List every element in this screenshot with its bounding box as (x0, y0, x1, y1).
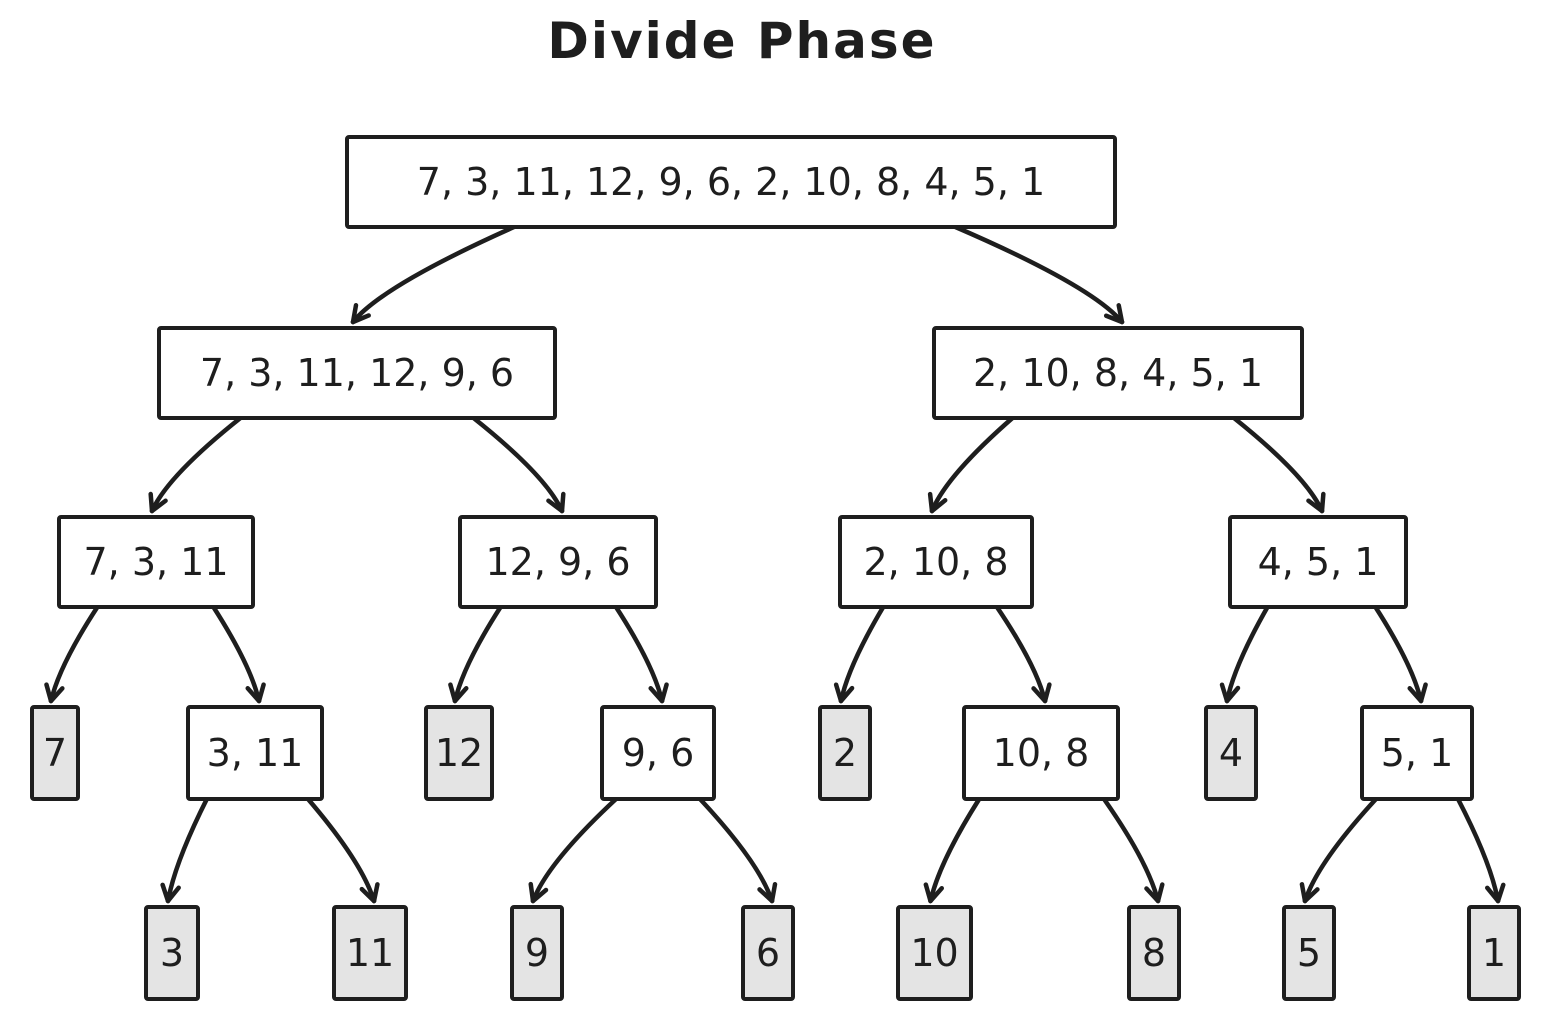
arrowhead-l3d-l4h (1407, 686, 1424, 704)
arrowhead-l4d-l5c (530, 887, 549, 904)
arrowhead-l4b-l5b (371, 882, 380, 904)
arrowhead-l2a-l3a (149, 498, 168, 514)
node-4-5-1: 4, 5, 1 (1228, 515, 1408, 609)
node-7-3-11: 7, 3, 11 (57, 515, 255, 609)
arrow-l2b-l3c (929, 415, 1015, 514)
arrowhead-l3d-l4g (1224, 685, 1241, 704)
arrowhead-root-l2b (1103, 313, 1125, 325)
node-7-3-11-12-9-6-2-10-8-4-5-1: 7, 3, 11, 12, 9, 6, 2, 10, 8, 4, 5, 1 (345, 135, 1117, 229)
arrowhead-l4b-l5a (165, 885, 181, 904)
arrow-l4f-l5f (1101, 796, 1161, 904)
arrow-l4h-l5h (1455, 796, 1501, 904)
arrowhead-l4h-l5h (1495, 882, 1506, 904)
arrowhead-l4h-l5g (1299, 882, 1308, 904)
node-9: 9 (510, 905, 564, 1001)
arrow-root-l2b (953, 224, 1125, 325)
arrowhead-l3a-l4b (245, 686, 262, 704)
arrowhead-l3c-l4f (1031, 686, 1048, 704)
arrow-l3b-l4c (452, 604, 503, 704)
arrow-l4h-l5g (1302, 796, 1379, 904)
node-4: 4 (1204, 705, 1258, 801)
arrowhead-l4d-l5d (769, 882, 778, 904)
arrowhead-l4h-l5h (1485, 885, 1501, 904)
node-10-8: 10, 8 (962, 705, 1120, 801)
arrow-l4b-l5a (165, 796, 210, 904)
arrowhead-l3c-l4e (833, 682, 844, 704)
arrowhead-l3b-l4c (452, 686, 469, 704)
arrowhead-l3a-l4a (44, 682, 54, 704)
arrowhead-root-l2a (350, 313, 371, 325)
arrowhead-l4f-l5e (923, 882, 933, 904)
node-9-6: 9, 6 (600, 705, 716, 801)
node-10: 10 (896, 905, 973, 1001)
arrow-l4d-l5d (697, 796, 775, 904)
node-7-3-11-12-9-6: 7, 3, 11, 12, 9, 6 (157, 326, 557, 420)
arrowhead-l3a-l4b (256, 682, 266, 704)
node-3-11: 3, 11 (186, 705, 324, 801)
arrow-l3c-l4f (994, 604, 1048, 704)
arrowhead-l2b-l3d (1319, 491, 1326, 514)
node-7: 7 (30, 705, 80, 801)
node-1: 1 (1467, 905, 1521, 1001)
arrowhead-l3b-l4d (659, 682, 669, 704)
node-5: 5 (1282, 905, 1336, 1001)
node-2-10-8-4-5-1: 2, 10, 8, 4, 5, 1 (932, 326, 1304, 420)
arrow-l3d-l4h (1373, 604, 1424, 704)
node-2-10-8: 2, 10, 8 (838, 515, 1034, 609)
arrowhead-l2b-l3d (1306, 498, 1325, 514)
arrow-l4b-l5b (305, 796, 377, 904)
node-12-9-6: 12, 9, 6 (458, 515, 658, 609)
arrowhead-root-l2a (350, 303, 359, 325)
diagram-title: Divide Phase (547, 12, 937, 70)
arrowhead-l3a-l4a (48, 686, 65, 704)
node-8: 8 (1127, 905, 1181, 1001)
arrowhead-l4f-l5e (928, 885, 944, 904)
arrowhead-l4f-l5f (1155, 882, 1165, 904)
arrowhead-l4d-l5d (757, 887, 775, 904)
arrowhead-l2a-l3b (546, 498, 565, 514)
arrowhead-l4b-l5a (160, 882, 171, 904)
node-6: 6 (741, 905, 795, 1001)
node-3: 3 (144, 905, 200, 1001)
arrowhead-l3b-l4d (648, 686, 665, 704)
arrow-l3b-l4d (613, 604, 665, 704)
arrow-l3a-l4b (211, 604, 262, 704)
node-5-1: 5, 1 (1360, 705, 1474, 801)
arrowhead-l4f-l5f (1144, 886, 1161, 904)
arrow-l4f-l5e (928, 796, 982, 904)
arrow-l4d-l5c (530, 796, 619, 904)
node-11: 11 (332, 905, 408, 1001)
node-2: 2 (818, 705, 872, 801)
arrowhead-l3d-l4g (1219, 682, 1230, 704)
arrow-root-l2a (350, 224, 517, 325)
arrow-l2b-l3d (1231, 415, 1325, 514)
arrow-l2a-l3a (149, 415, 243, 514)
arrowhead-root-l2b (1116, 303, 1125, 325)
arrowhead-l3c-l4f (1042, 682, 1052, 704)
arrow-l2a-l3b (471, 415, 565, 514)
arrow-l3c-l4e (838, 604, 886, 704)
arrowhead-l2a-l3b (559, 491, 566, 514)
arrowhead-l4h-l5g (1302, 887, 1320, 904)
arrowhead-l2a-l3a (148, 491, 155, 514)
arrowhead-l4d-l5c (528, 881, 536, 904)
arrow-l3d-l4g (1224, 604, 1270, 704)
arrow-l3a-l4a (48, 604, 100, 704)
arrowhead-l4b-l5b (359, 886, 377, 904)
arrowhead-l3d-l4h (1418, 682, 1428, 704)
arrowhead-l2b-l3c (927, 491, 935, 514)
arrowhead-l3b-l4c (448, 682, 458, 704)
arrowhead-l3c-l4e (838, 685, 855, 704)
node-12: 12 (424, 705, 494, 801)
arrowhead-l2b-l3c (929, 498, 948, 514)
